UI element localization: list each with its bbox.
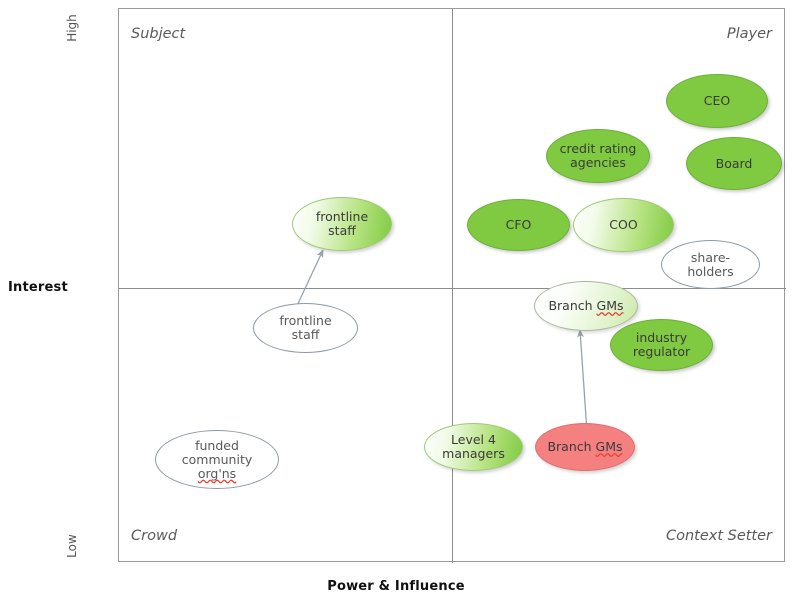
y-axis-tick-high: High — [65, 14, 79, 42]
x-axis-title: Power & Influence — [327, 579, 465, 594]
node-label: Branch GMs — [547, 439, 623, 454]
node-label: share-holders — [687, 249, 734, 279]
node-shareholders[interactable]: share-holders — [661, 240, 760, 289]
quadrant-label-crowd: Crowd — [131, 528, 178, 544]
node-board[interactable]: Board — [686, 137, 782, 190]
quadrant-label-subject: Subject — [131, 26, 186, 42]
node-branch-gms-target[interactable]: Branch GMs — [534, 281, 638, 331]
node-coo[interactable]: COO — [573, 198, 674, 252]
node-label: COO — [609, 217, 638, 232]
quadrant-label-player: Player — [726, 26, 772, 42]
quadrant-label-context-setter: Context Setter — [665, 528, 772, 544]
node-branch-gms-source[interactable]: Branch GMs — [535, 423, 635, 471]
y-axis-title: Interest — [8, 280, 68, 295]
node-label: CEO — [703, 93, 731, 108]
horizontal-axis-divider — [119, 288, 786, 289]
vertical-axis-divider — [452, 9, 453, 563]
node-cfo[interactable]: CFO — [467, 199, 570, 251]
node-label: CFO — [505, 217, 532, 232]
node-label: Branch GMs — [548, 298, 624, 313]
node-ceo[interactable]: CEO — [666, 74, 768, 128]
node-label: Board — [715, 155, 753, 171]
y-axis-tick-low: Low — [65, 534, 79, 558]
